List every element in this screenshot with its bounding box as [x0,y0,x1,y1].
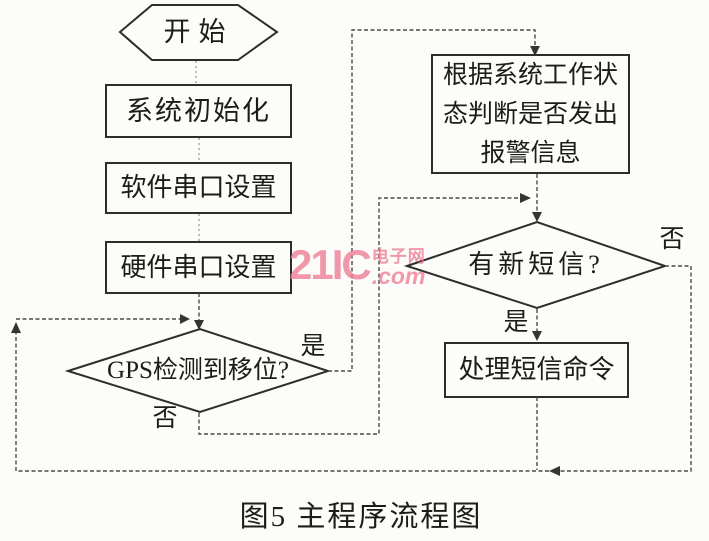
alarm-judge-line-1: 根据系统工作状 [442,61,618,89]
connector-gps-no-to-sms-check [198,197,520,435]
sms-no-label: 否 [659,226,685,253]
alarm-judge-line-3: 报警信息 [480,139,581,167]
sms-yes-label: 是 [503,309,529,336]
connector-gps-yes-to-alarm [328,29,536,372]
start-hexagon-shape [118,4,279,61]
node-start-label: 开始 [163,17,234,48]
node-init-label: 系统初始化 [126,95,271,126]
sw-serial-box-shape [105,162,292,214]
init-box-shape [105,84,292,138]
node-hw-serial-label: 硬件串口设置 [120,252,277,282]
node-sms-check-label: 有新短信? [468,250,604,280]
connector-sms-no-to-bottom [560,265,692,472]
gps-no-label: 否 [152,405,178,432]
arrowhead-into-alarm-box [530,46,540,56]
arrowhead-left-up-flow [11,322,21,333]
arrowhead-return-into-gps [180,314,190,324]
arrowhead-gps-no-merge [520,193,531,203]
arrowhead-bottom-left-flow [549,466,560,476]
connector-bottom-return-left [15,333,549,472]
alarm-judge-line-2: 态判断是否发出 [442,100,618,128]
gps-yes-label: 是 [300,333,326,360]
node-alarm-judge-label: 根据系统工作状 态判断是否发出 报警信息 [432,55,629,173]
alarm-judge-box-shape [431,54,630,174]
arrowhead-into-handle-box [532,331,542,341]
arrowhead-into-gps-top [194,320,204,330]
node-gps-check-label: GPS检测到移位? [107,357,289,384]
arrowhead-into-sms-diamond [532,212,542,222]
figure-caption: 图5 主程序流程图 [239,500,483,533]
node-sw-serial-label: 软件串口设置 [120,173,277,203]
node-sms-handle-label: 处理短信命令 [458,355,615,385]
